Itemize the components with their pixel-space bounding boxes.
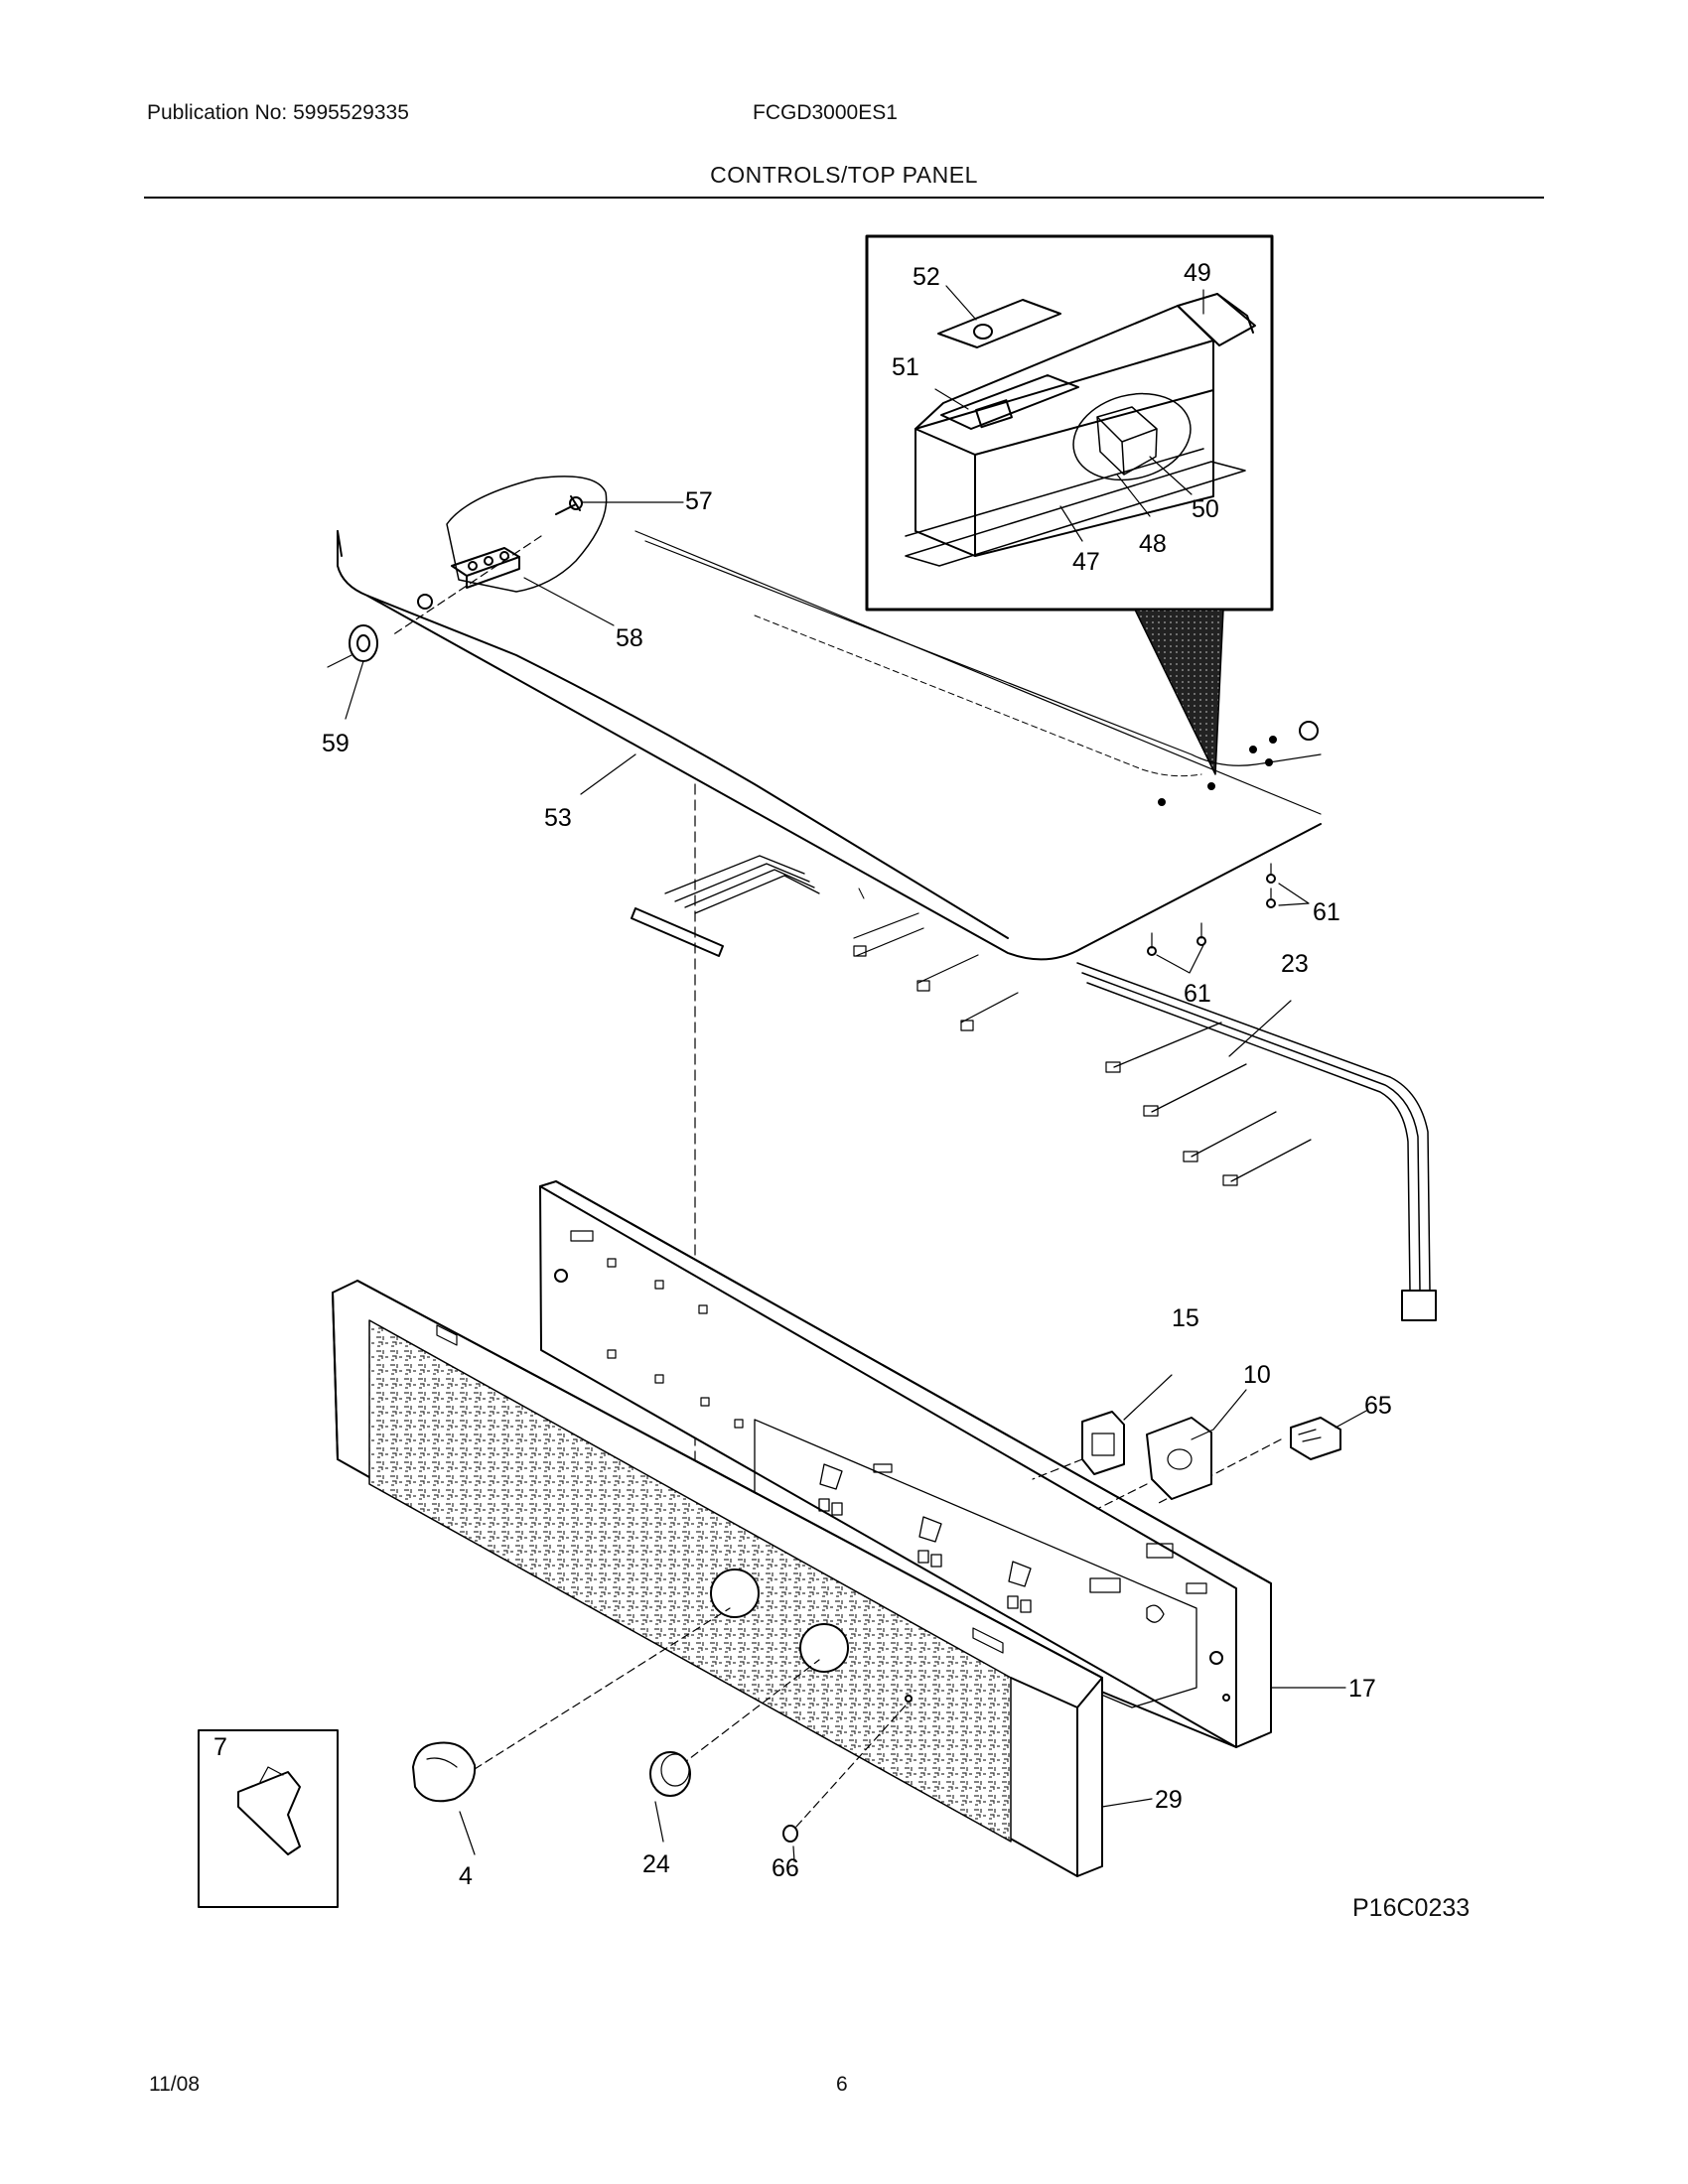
callout-7: 7 <box>213 1733 227 1761</box>
callout-66: 66 <box>772 1854 799 1882</box>
publication-number: Publication No: 5995529335 <box>147 101 409 124</box>
callout-59: 59 <box>322 730 350 757</box>
callout-57: 57 <box>685 487 713 515</box>
knobs <box>412 1741 798 1862</box>
inset-detail <box>865 234 1274 775</box>
callout-labels: 52 49 51 50 48 47 57 58 59 53 61 61 23 1… <box>213 259 1392 1890</box>
callout-61-lower: 61 <box>1184 980 1211 1008</box>
inset-pointer <box>1134 609 1224 775</box>
callout-49: 49 <box>1184 259 1211 287</box>
callout-47: 47 <box>1072 548 1100 576</box>
wire-harness <box>631 855 1437 1321</box>
callout-50: 50 <box>1192 495 1219 523</box>
callout-65: 65 <box>1364 1392 1392 1420</box>
figure-code: P16C0233 <box>1352 1894 1471 1922</box>
footer-date: 11/08 <box>149 2073 200 2096</box>
callout-15: 15 <box>1172 1304 1199 1332</box>
callout-58: 58 <box>616 624 643 652</box>
callout-61-upper: 61 <box>1313 898 1340 926</box>
callout-24: 24 <box>642 1850 670 1878</box>
callout-48: 48 <box>1139 530 1167 558</box>
callout-29: 29 <box>1155 1786 1183 1814</box>
callout-52: 52 <box>913 263 940 291</box>
detail-box-7 <box>198 1729 339 1908</box>
model-number: FCGD3000ES1 <box>753 101 898 124</box>
header-rule <box>144 197 1544 199</box>
callout-4: 4 <box>459 1862 473 1890</box>
lamp-parts <box>327 476 684 720</box>
top-panel <box>337 530 1322 961</box>
callout-17: 17 <box>1348 1675 1376 1703</box>
callout-53: 53 <box>544 804 572 832</box>
callout-23: 23 <box>1281 950 1309 978</box>
callout-51: 51 <box>892 353 919 381</box>
control-console <box>332 1280 1153 1877</box>
callout-10: 10 <box>1243 1361 1271 1389</box>
switches <box>1081 1374 1369 1500</box>
section-title: CONTROLS/TOP PANEL <box>710 162 978 188</box>
page-number: 6 <box>836 2073 848 2096</box>
